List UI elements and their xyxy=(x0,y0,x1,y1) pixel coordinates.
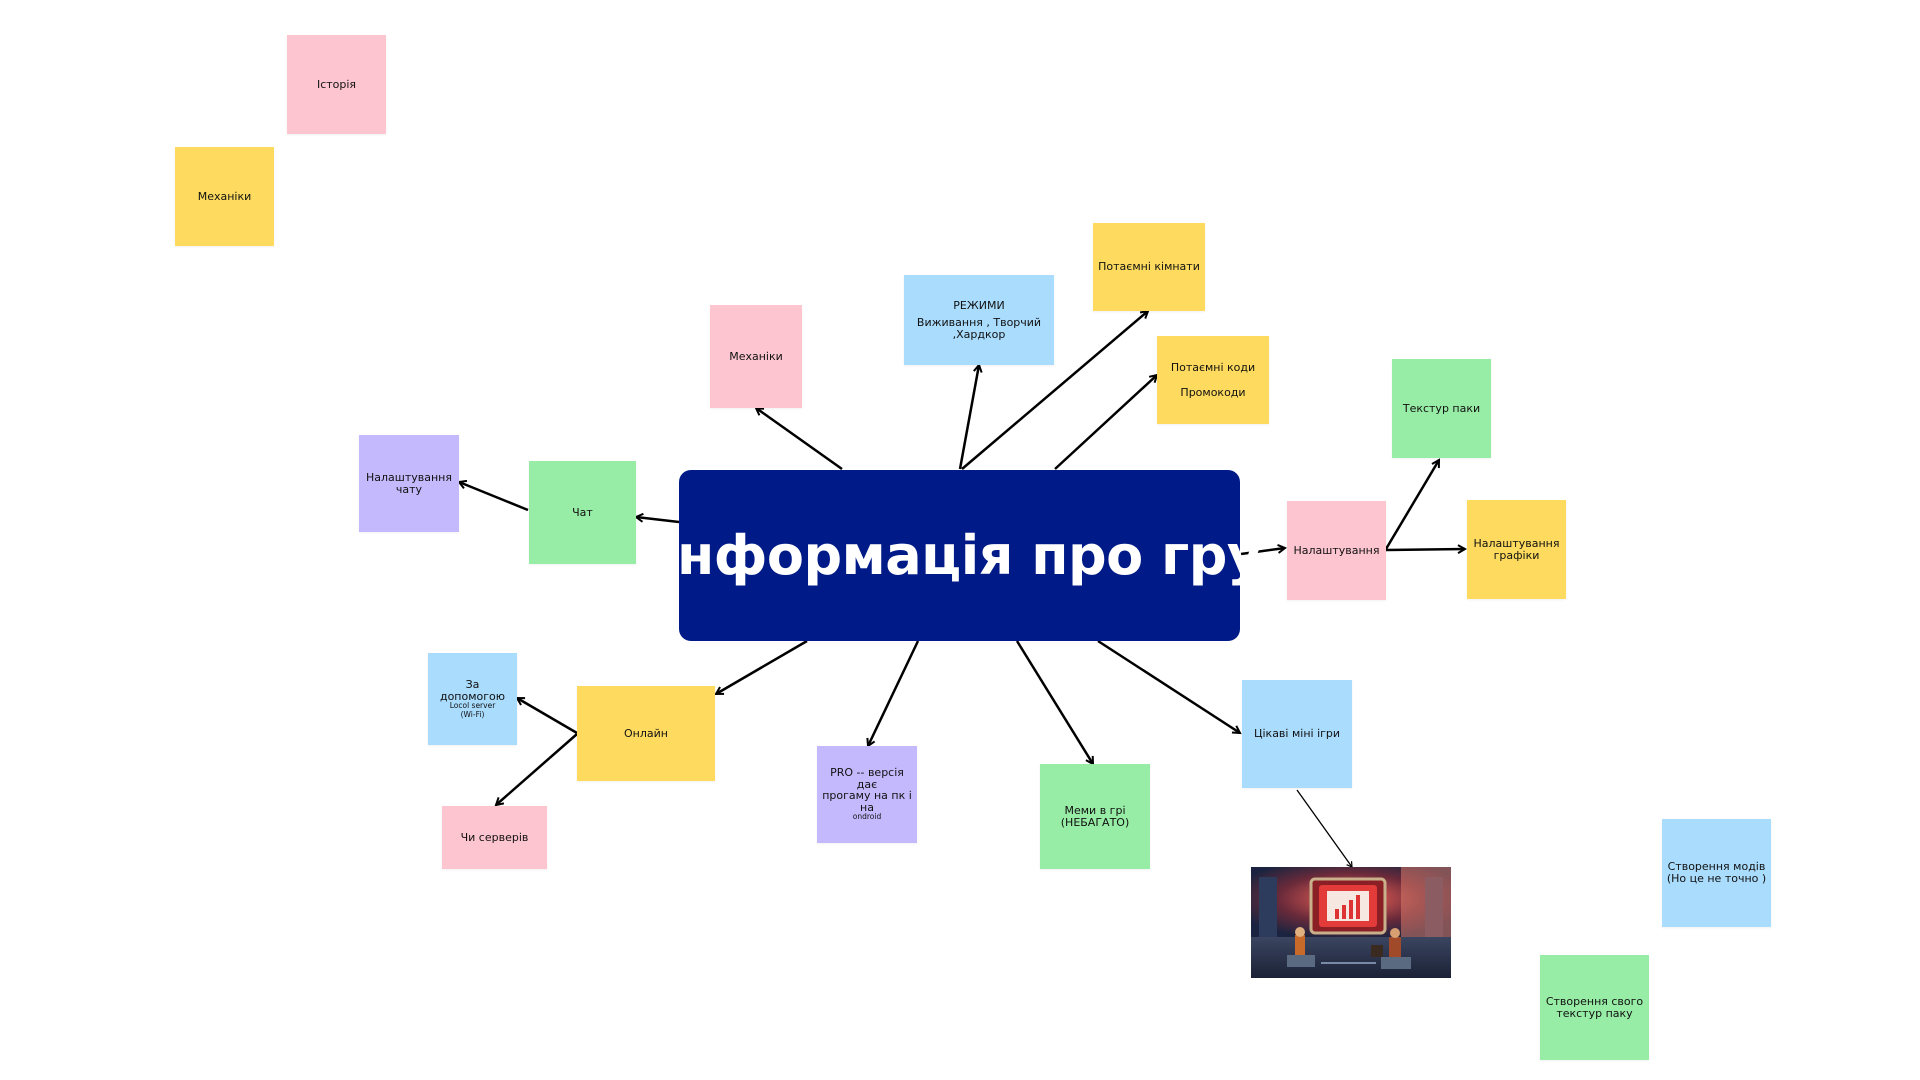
central-topic[interactable]: Інформація про гру xyxy=(657,470,1262,641)
arrow-to-pro xyxy=(868,640,920,746)
arrow-to-modes xyxy=(958,365,979,470)
note-chat[interactable]: Чат xyxy=(529,461,636,564)
game-scene-image[interactable] xyxy=(1251,867,1451,978)
note-pro-line1: PRO -- версія дає xyxy=(830,766,904,791)
arrow-to-local-server xyxy=(517,696,578,735)
note-graphics-settings-line2: графіки xyxy=(1493,548,1540,562)
note-chat-text: Чат xyxy=(572,505,593,519)
note-promocodes-text: Промокоди xyxy=(1180,385,1246,399)
note-pro-version[interactable]: PRO -- версія дає прогаму на пк і на ond… xyxy=(817,746,917,843)
note-chat-settings-line2: чату xyxy=(395,482,423,496)
note-modes-line1: Виживання , Творчий xyxy=(916,316,1042,330)
arrow-to-mechanics xyxy=(756,408,843,471)
arrow-to-online xyxy=(716,639,808,696)
note-pro-line3: ondroid xyxy=(852,812,882,822)
note-settings[interactable]: Налаштування xyxy=(1287,501,1386,600)
note-local-server-line3: (Wi-Fi) xyxy=(460,709,485,719)
arrow-to-memes xyxy=(1015,640,1095,764)
note-texture-packs[interactable]: Текстур паки xyxy=(1392,359,1491,458)
note-mechanics-text: Механіки xyxy=(729,349,783,363)
note-settings-text: Налаштування xyxy=(1293,543,1380,557)
note-servers-text: Чи серверів xyxy=(460,830,529,844)
note-secret-rooms[interactable]: Потаємні кімнати xyxy=(1093,223,1205,311)
note-chat-settings-line1: Налаштування xyxy=(366,470,452,484)
arrow-to-chat xyxy=(636,517,680,524)
note-memes[interactable]: Меми в грі (НЕБАГАТО) xyxy=(1040,764,1150,869)
note-minigames-text: Цікаві міні ігри xyxy=(1253,727,1341,741)
note-modes-line2: ,Хардкор xyxy=(952,327,1006,341)
note-servers[interactable]: Чи серверів xyxy=(442,806,547,869)
note-minigames[interactable]: Цікаві міні ігри xyxy=(1242,680,1352,788)
arrow-to-minigames xyxy=(1097,639,1240,733)
note-chat-settings[interactable]: Налаштування чату xyxy=(359,435,459,532)
note-secret-codes-text: Потаємні коди xyxy=(1170,360,1256,374)
note-online[interactable]: Онлайн xyxy=(577,686,715,781)
note-secret-codes[interactable]: Потаємні коди Промокоди xyxy=(1157,336,1269,424)
note-mods-line2: (Но це не точно ) xyxy=(1666,872,1767,885)
note-mechanics-top-left[interactable]: Механіки xyxy=(175,147,274,246)
note-modes-title: РЕЖИМИ xyxy=(953,298,1005,312)
note-graphics-settings[interactable]: Налаштування графіки xyxy=(1467,500,1566,599)
arrow-to-texture-packs xyxy=(1384,460,1441,550)
note-texture-packs-text: Текстур паки xyxy=(1402,401,1481,415)
note-secret-rooms-text: Потаємні кімнати xyxy=(1098,260,1200,274)
note-graphics-settings-line1: Налаштування xyxy=(1473,536,1560,550)
arrow-to-chat-settings xyxy=(459,482,529,512)
arrow-to-game-image xyxy=(1296,789,1353,868)
note-mechanics[interactable]: Механіки xyxy=(710,305,802,408)
arrow-to-secret-codes xyxy=(1054,375,1157,470)
note-mods[interactable]: Створення модів (Но це не точно ) xyxy=(1662,819,1771,927)
note-own-texture-pack-line1: Створення свого xyxy=(1545,994,1644,1008)
note-local-server-line2: Locol server xyxy=(449,701,496,711)
note-local-server-line1: За допомогою xyxy=(439,678,506,703)
note-own-texture-pack-line2: текстур паку xyxy=(1556,1006,1633,1020)
arrow-to-graphics-settings xyxy=(1385,549,1465,550)
note-pro-line2: прогаму на пк і на xyxy=(822,789,912,814)
note-history[interactable]: Історія xyxy=(287,35,386,134)
note-local-server[interactable]: За допомогою Locol server (Wi-Fi) xyxy=(428,653,517,745)
note-memes-line1: Меми в грі xyxy=(1064,803,1126,817)
central-topic-title: Інформація про гру xyxy=(657,524,1262,587)
note-memes-line2: (НЕБАГАТО) xyxy=(1060,815,1130,829)
note-online-text: Онлайн xyxy=(624,726,668,740)
note-history-text: Історія xyxy=(316,77,357,91)
note-modes[interactable]: РЕЖИМИ Виживання , Творчий ,Хардкор xyxy=(904,275,1054,365)
note-mods-line1: Створення модів xyxy=(1667,860,1766,874)
game-scene-illustration xyxy=(1251,867,1451,978)
note-mechanics-top-left-text: Механіки xyxy=(197,189,252,203)
note-own-texture-pack[interactable]: Створення свого текстур паку xyxy=(1540,955,1649,1060)
